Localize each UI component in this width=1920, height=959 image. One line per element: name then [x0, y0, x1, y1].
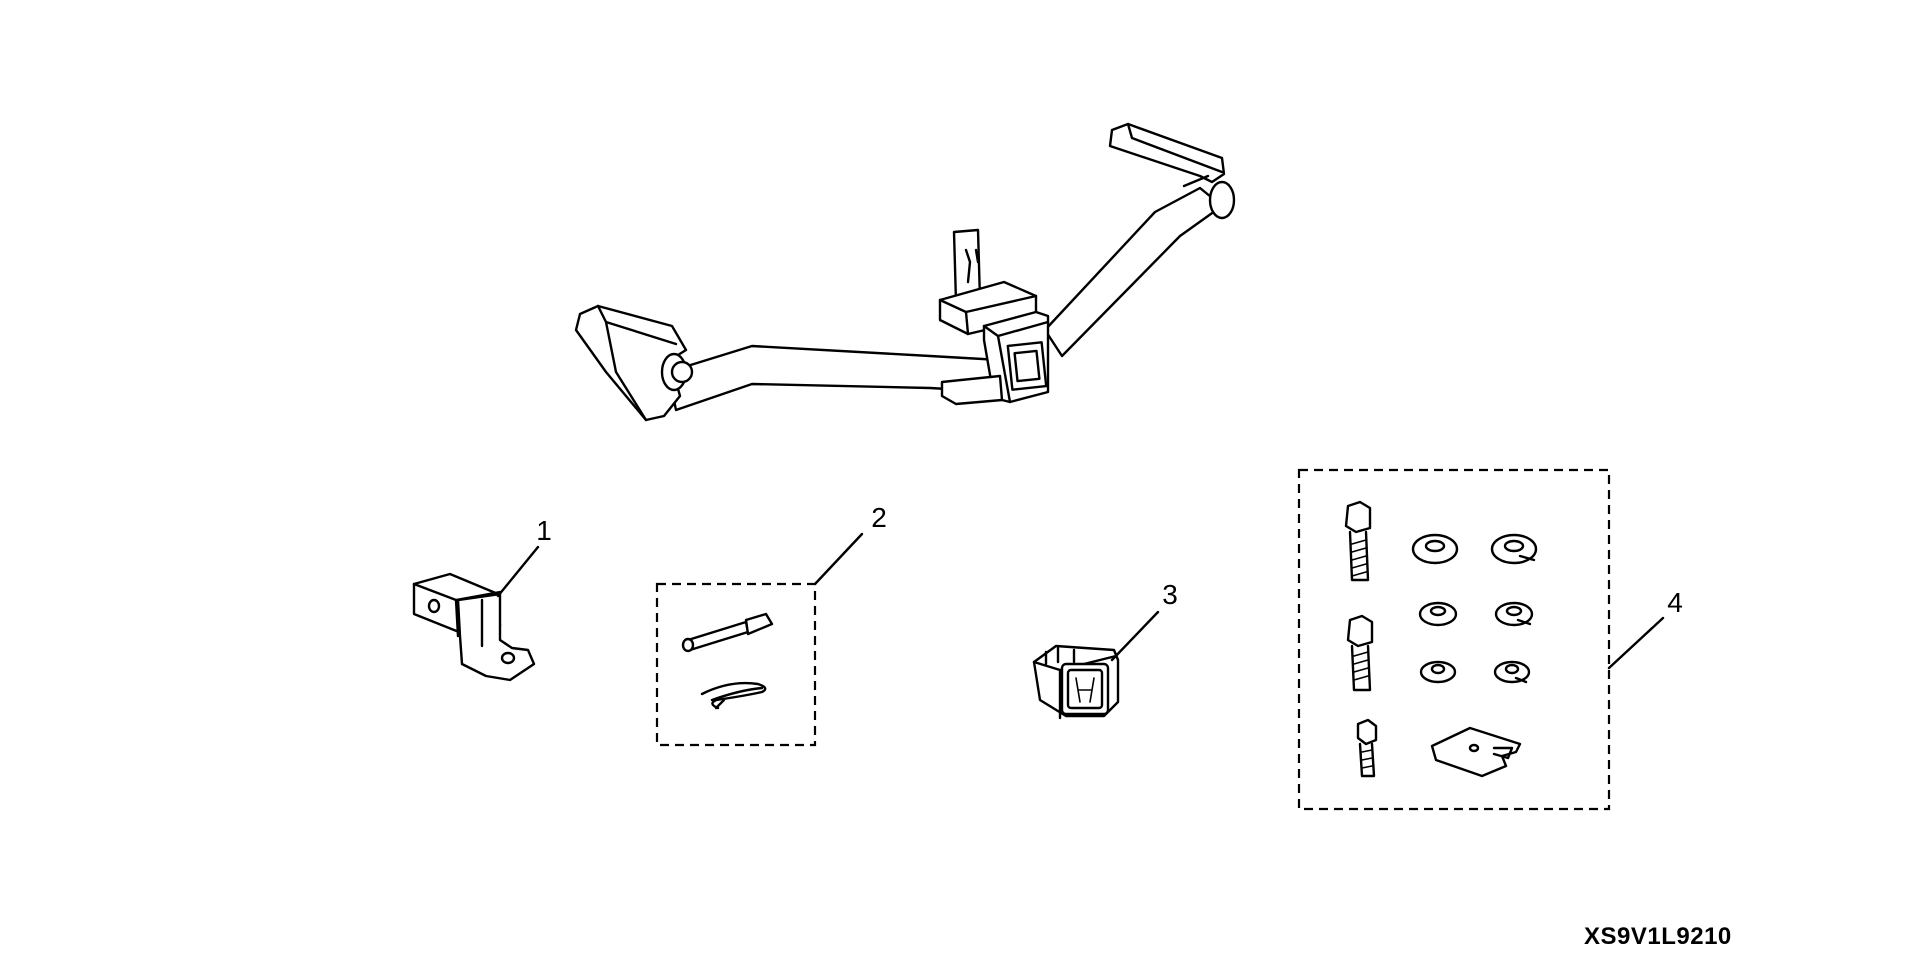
callout-leader-4	[1607, 616, 1665, 670]
hardware-kit-part	[1297, 468, 1611, 811]
callout-number-3: 3	[1162, 579, 1178, 610]
callout-number-2: 2	[871, 502, 887, 533]
callout-leader-3	[1110, 610, 1160, 662]
callout-number-1: 1	[536, 515, 552, 546]
hitch-pin-clip-part	[655, 582, 817, 747]
ball-mount-part	[412, 572, 536, 682]
callout-leader-1	[496, 545, 540, 598]
receiver-cover-part	[1032, 644, 1120, 720]
diagram-code-label: XS9V1L9210	[1584, 923, 1732, 950]
callout-number-4: 4	[1667, 587, 1683, 618]
trailer-hitch-assembly	[574, 122, 1236, 422]
callout-leader-2	[813, 532, 864, 586]
